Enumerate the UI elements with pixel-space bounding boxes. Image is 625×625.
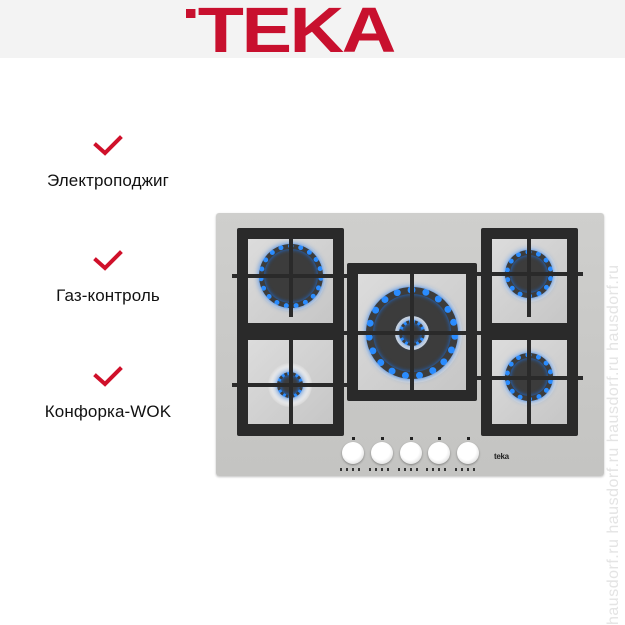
watermark: hausdorf.ru hausdorf.ru hausdorf.ru haus… (603, 180, 625, 625)
logo-accent-mark (186, 9, 196, 18)
brand-name: TEKA (197, 0, 397, 66)
check-icon (93, 250, 123, 271)
feature-item-wok: Конфорка-WOK (0, 366, 216, 422)
control-knob-5[interactable] (457, 442, 479, 464)
check-icon (93, 366, 123, 387)
feature-label: Газ-контроль (56, 286, 160, 305)
check-icon (93, 135, 123, 156)
feature-label: Конфорка-WOK (44, 402, 172, 421)
gas-hob-image: teka (216, 213, 604, 476)
feature-item-gas-control: Газ-контроль (0, 250, 216, 306)
watermark-text: hausdorf.ru hausdorf.ru hausdorf.ru haus… (605, 264, 622, 625)
control-knob-1[interactable] (342, 442, 364, 464)
control-knob-3[interactable] (400, 442, 422, 464)
feature-item-ignition: Электроподжиг (0, 135, 216, 191)
control-knob-4[interactable] (428, 442, 450, 464)
control-knob-2[interactable] (371, 442, 393, 464)
hob-teka-mini-logo: teka (494, 452, 509, 461)
feature-label: Электроподжиг (47, 171, 169, 190)
header-band: TEKA (0, 0, 625, 62)
teka-logo: TEKA (186, 0, 396, 62)
